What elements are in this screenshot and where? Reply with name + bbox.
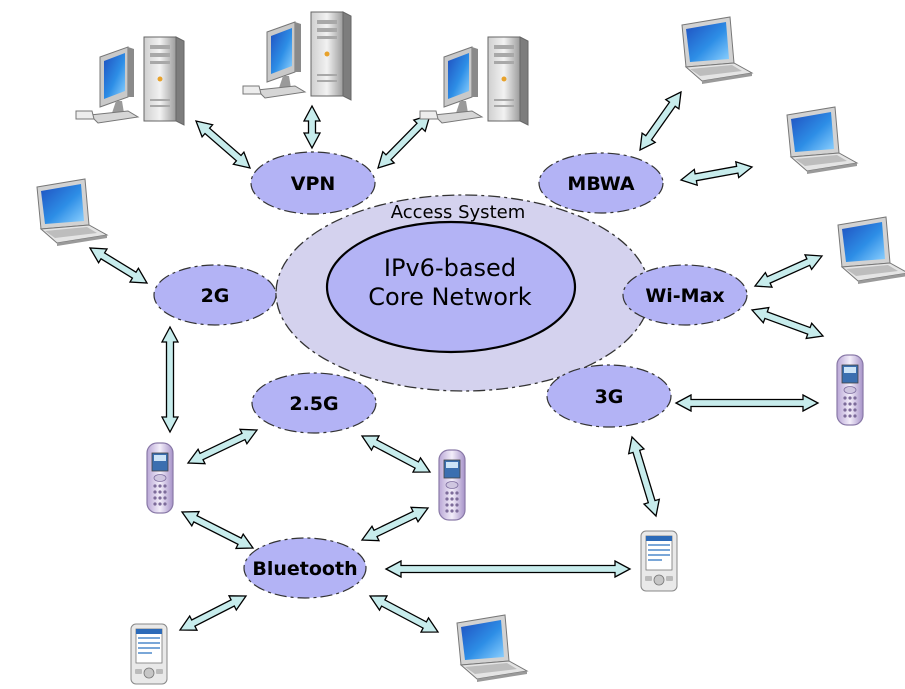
arrow-phone2-bluetooth (360, 506, 430, 542)
node-wimax-label: Wi-Max (645, 285, 724, 307)
node-2g: 2G (153, 264, 277, 326)
arrow-2-5g-phone1 (186, 428, 259, 465)
arrow-wimax-phone3 (750, 306, 825, 340)
laptop-icon (456, 614, 528, 683)
mobile-phone-icon (836, 354, 864, 426)
node-3g: 3G (546, 364, 672, 428)
node-2g-label: 2G (201, 285, 230, 307)
arrow-2-5g-phone2 (360, 435, 432, 473)
core-network-label-line2: Core Network (368, 283, 531, 311)
mobile-phone-icon (146, 442, 174, 514)
laptop-icon (837, 216, 905, 285)
desktop-computer-icon (242, 11, 352, 101)
mobile-phone-icon (438, 449, 466, 521)
arrow-bluetooth-laptop5 (368, 595, 440, 633)
arrow-3g-pda1 (627, 435, 661, 518)
desktop-computer-icon (75, 36, 185, 126)
arrow-2g-phone1 (160, 325, 180, 434)
node-3g-label: 3G (595, 386, 624, 408)
node-2-5g-label: 2.5G (289, 393, 338, 415)
arrow-desktop3-vpn (377, 114, 431, 169)
core-network-ellipse (325, 220, 577, 354)
access-system-label: Access System (391, 202, 525, 223)
pda-icon (640, 530, 678, 592)
connection-arrows (88, 90, 825, 633)
node-vpn: VPN (250, 151, 376, 215)
desktop-computer-icon (419, 36, 529, 126)
arrow-phone1-bluetooth (180, 510, 255, 550)
node-2-5g: 2.5G (251, 372, 377, 434)
arrow-bluetooth-pda1 (384, 559, 632, 579)
laptop-icon (36, 178, 108, 247)
arrow-desktop1-vpn (194, 120, 252, 169)
arrow-laptop4-wimax (753, 254, 824, 288)
arrow-bluetooth-pda2 (178, 595, 248, 631)
pda-icon (130, 623, 168, 685)
arrow-laptop1-mbwa (639, 90, 682, 152)
arrow-3g-phone3 (674, 393, 820, 413)
arrow-desktop2-vpn (302, 104, 322, 150)
arrow-laptop2-mbwa (679, 160, 754, 187)
arrow-laptop3-2g (88, 247, 149, 284)
laptop-icon (786, 106, 858, 175)
node-wimax: Wi-Max (622, 264, 748, 326)
node-bluetooth: Bluetooth (243, 537, 367, 599)
node-mbwa: MBWA (538, 152, 664, 214)
node-bluetooth-label: Bluetooth (252, 558, 357, 580)
laptop-icon (681, 16, 753, 85)
node-mbwa-label: MBWA (567, 173, 634, 195)
core-network-label-line1: IPv6-based (384, 254, 516, 282)
node-vpn-label: VPN (291, 173, 336, 195)
